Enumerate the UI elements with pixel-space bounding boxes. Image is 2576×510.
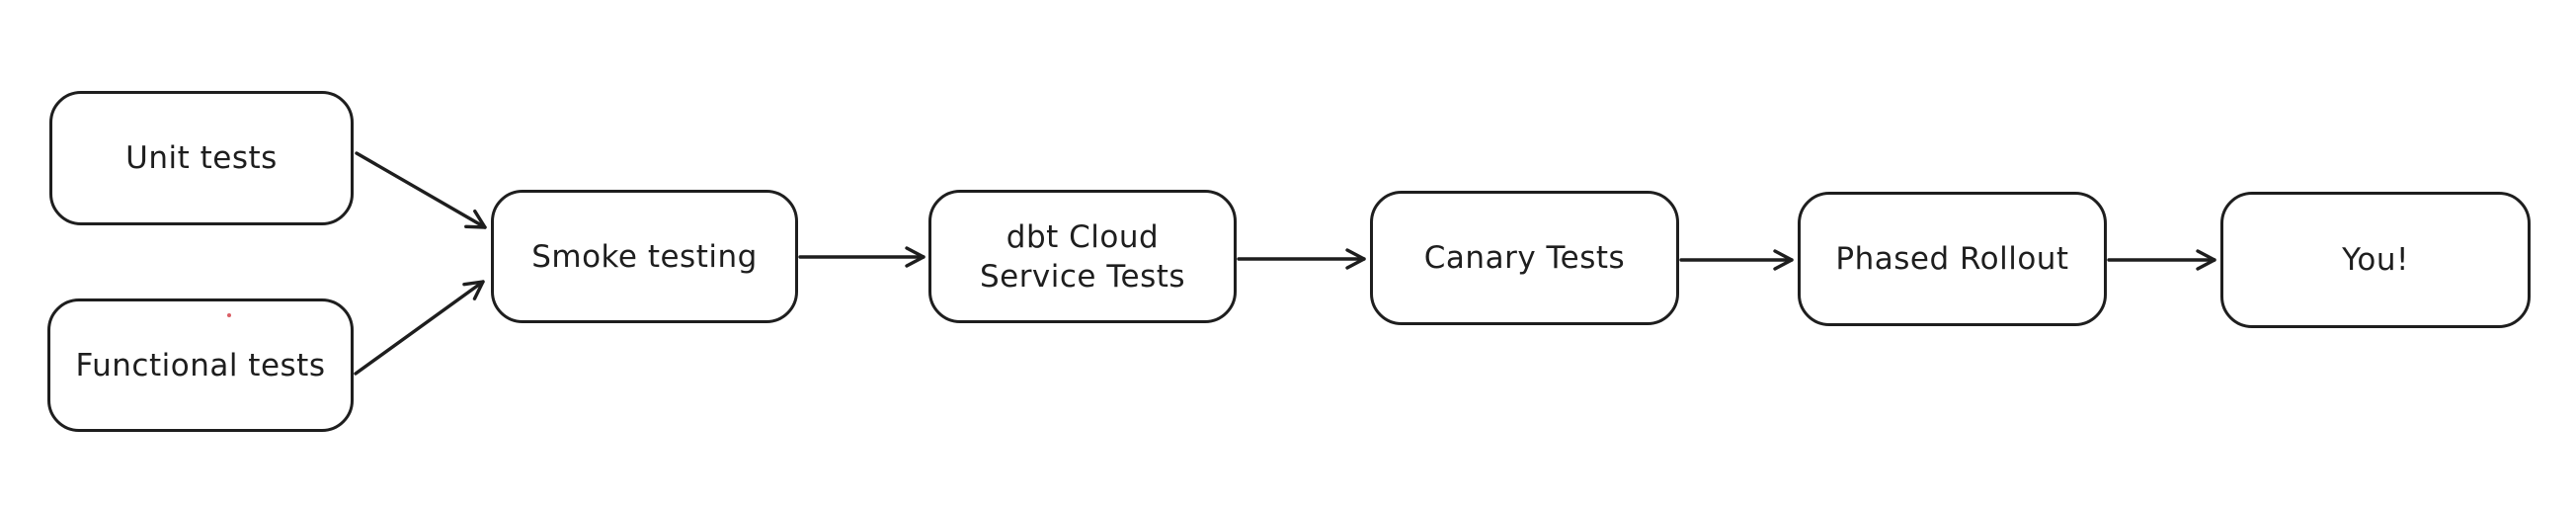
node-functional-tests: Functional tests [47, 298, 354, 432]
node-unit-tests: Unit tests [49, 91, 354, 225]
stray-red-dot [227, 313, 231, 317]
node-you: You! [2220, 192, 2531, 328]
node-label: You! [2342, 242, 2409, 278]
node-label: Canary Tests [1423, 240, 1626, 276]
node-canary-tests: Canary Tests [1370, 191, 1679, 325]
node-label: Functional tests [75, 347, 326, 383]
node-label: Phased Rollout [1835, 241, 2069, 277]
edge-functional-tests-to-smoke-testing [354, 280, 485, 376]
node-dbt-cloud-service-tests: dbt Cloud Service Tests [928, 190, 1237, 323]
node-label: Smoke testing [531, 238, 758, 275]
node-phased-rollout: Phased Rollout [1798, 192, 2107, 326]
node-label: Unit tests [125, 140, 278, 176]
node-smoke-testing: Smoke testing [491, 190, 798, 323]
node-label: dbt Cloud Service Tests [979, 218, 1186, 295]
edge-unit-tests-to-smoke-testing [355, 151, 487, 229]
